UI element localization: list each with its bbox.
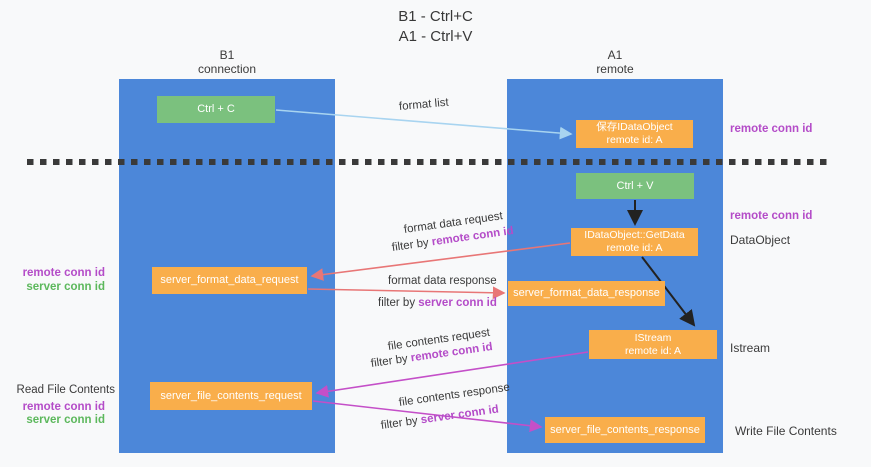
label-filter-by-server-conn-id-1: filter by server conn id — [378, 297, 497, 309]
box-save-idataobject-line2: remote id: A — [606, 134, 663, 146]
arrow-format-list — [275, 109, 573, 140]
label-server-conn-id-left-2: server conn id — [26, 414, 105, 426]
box-server-file-contents-response-label: server_file_contents_response — [550, 423, 700, 436]
label-format-data-response: format data response — [388, 275, 497, 287]
lane-header-a1: A1 remote — [507, 48, 723, 76]
box-ctrl-c-label: Ctrl + C — [197, 103, 235, 115]
lane-a1-role: remote — [596, 62, 634, 76]
label-write-file-contents: Write File Contents — [735, 424, 837, 438]
box-ctrl-v: Ctrl + V — [576, 173, 694, 199]
arrow-format-data-request — [310, 242, 571, 281]
arrow-file-contents-response — [312, 400, 543, 433]
label-remote-conn-id-left-1: remote conn id — [22, 267, 105, 279]
filter-by-text-2: filter by — [378, 297, 419, 309]
label-server-conn-id-left-1: server conn id — [26, 281, 105, 293]
box-server-file-contents-response: server_file_contents_response — [545, 417, 705, 443]
box-istream-line1: IStream — [634, 331, 672, 344]
label-read-file-contents: Read File Contents — [16, 384, 115, 396]
box-server-file-contents-request-label: server_file_contents_request — [160, 389, 302, 402]
box-server-format-data-response-label: server_format_data_response — [513, 287, 660, 299]
lane-b1-name: B1 — [219, 48, 235, 62]
box-idataobject-getdata-line1: IDataObject::GetData — [584, 229, 685, 241]
label-remote-conn-id-mid-right: remote conn id — [730, 210, 813, 222]
box-istream: IStream remote id: A — [589, 330, 717, 359]
box-ctrl-c: Ctrl + C — [157, 96, 275, 123]
box-server-format-data-request: server_format_data_request — [152, 267, 307, 294]
label-dataobject: DataObject — [730, 233, 791, 247]
lane-b1-role: connection — [197, 62, 257, 76]
box-idataobject-getdata-line2: remote id: A — [606, 242, 663, 254]
arrow-getdata-to-istream — [641, 256, 696, 327]
box-idataobject-getdata: IDataObject::GetData remote id: A — [571, 228, 698, 256]
page-title: B1 - Ctrl+C A1 - Ctrl+V — [0, 7, 871, 47]
title-line-2: A1 - Ctrl+V — [398, 28, 473, 45]
box-server-file-contents-request: server_file_contents_request — [150, 382, 312, 410]
box-istream-line2: remote id: A — [624, 344, 682, 357]
label-istream: Istream — [730, 341, 771, 355]
lane-header-b1: B1 connection — [119, 48, 335, 76]
box-save-idataobject-line1: 保存IDataObject — [596, 121, 673, 133]
lane-a1-name: A1 — [607, 48, 623, 62]
label-remote-conn-id-top-right: remote conn id — [730, 123, 813, 135]
box-ctrl-v-label: Ctrl + V — [616, 179, 654, 192]
arrow-file-contents-request — [315, 351, 589, 398]
filter-server-conn-id-1: server conn id — [418, 297, 497, 309]
box-save-idataobject: 保存IDataObject remote id: A — [576, 120, 693, 148]
arrow-format-data-response — [307, 286, 506, 300]
title-line-1: B1 - Ctrl+C — [398, 8, 473, 25]
box-server-format-data-response: server_format_data_response — [508, 281, 665, 306]
label-remote-conn-id-left-2: remote conn id — [22, 401, 105, 413]
box-server-format-data-request-label: server_format_data_request — [160, 274, 299, 286]
